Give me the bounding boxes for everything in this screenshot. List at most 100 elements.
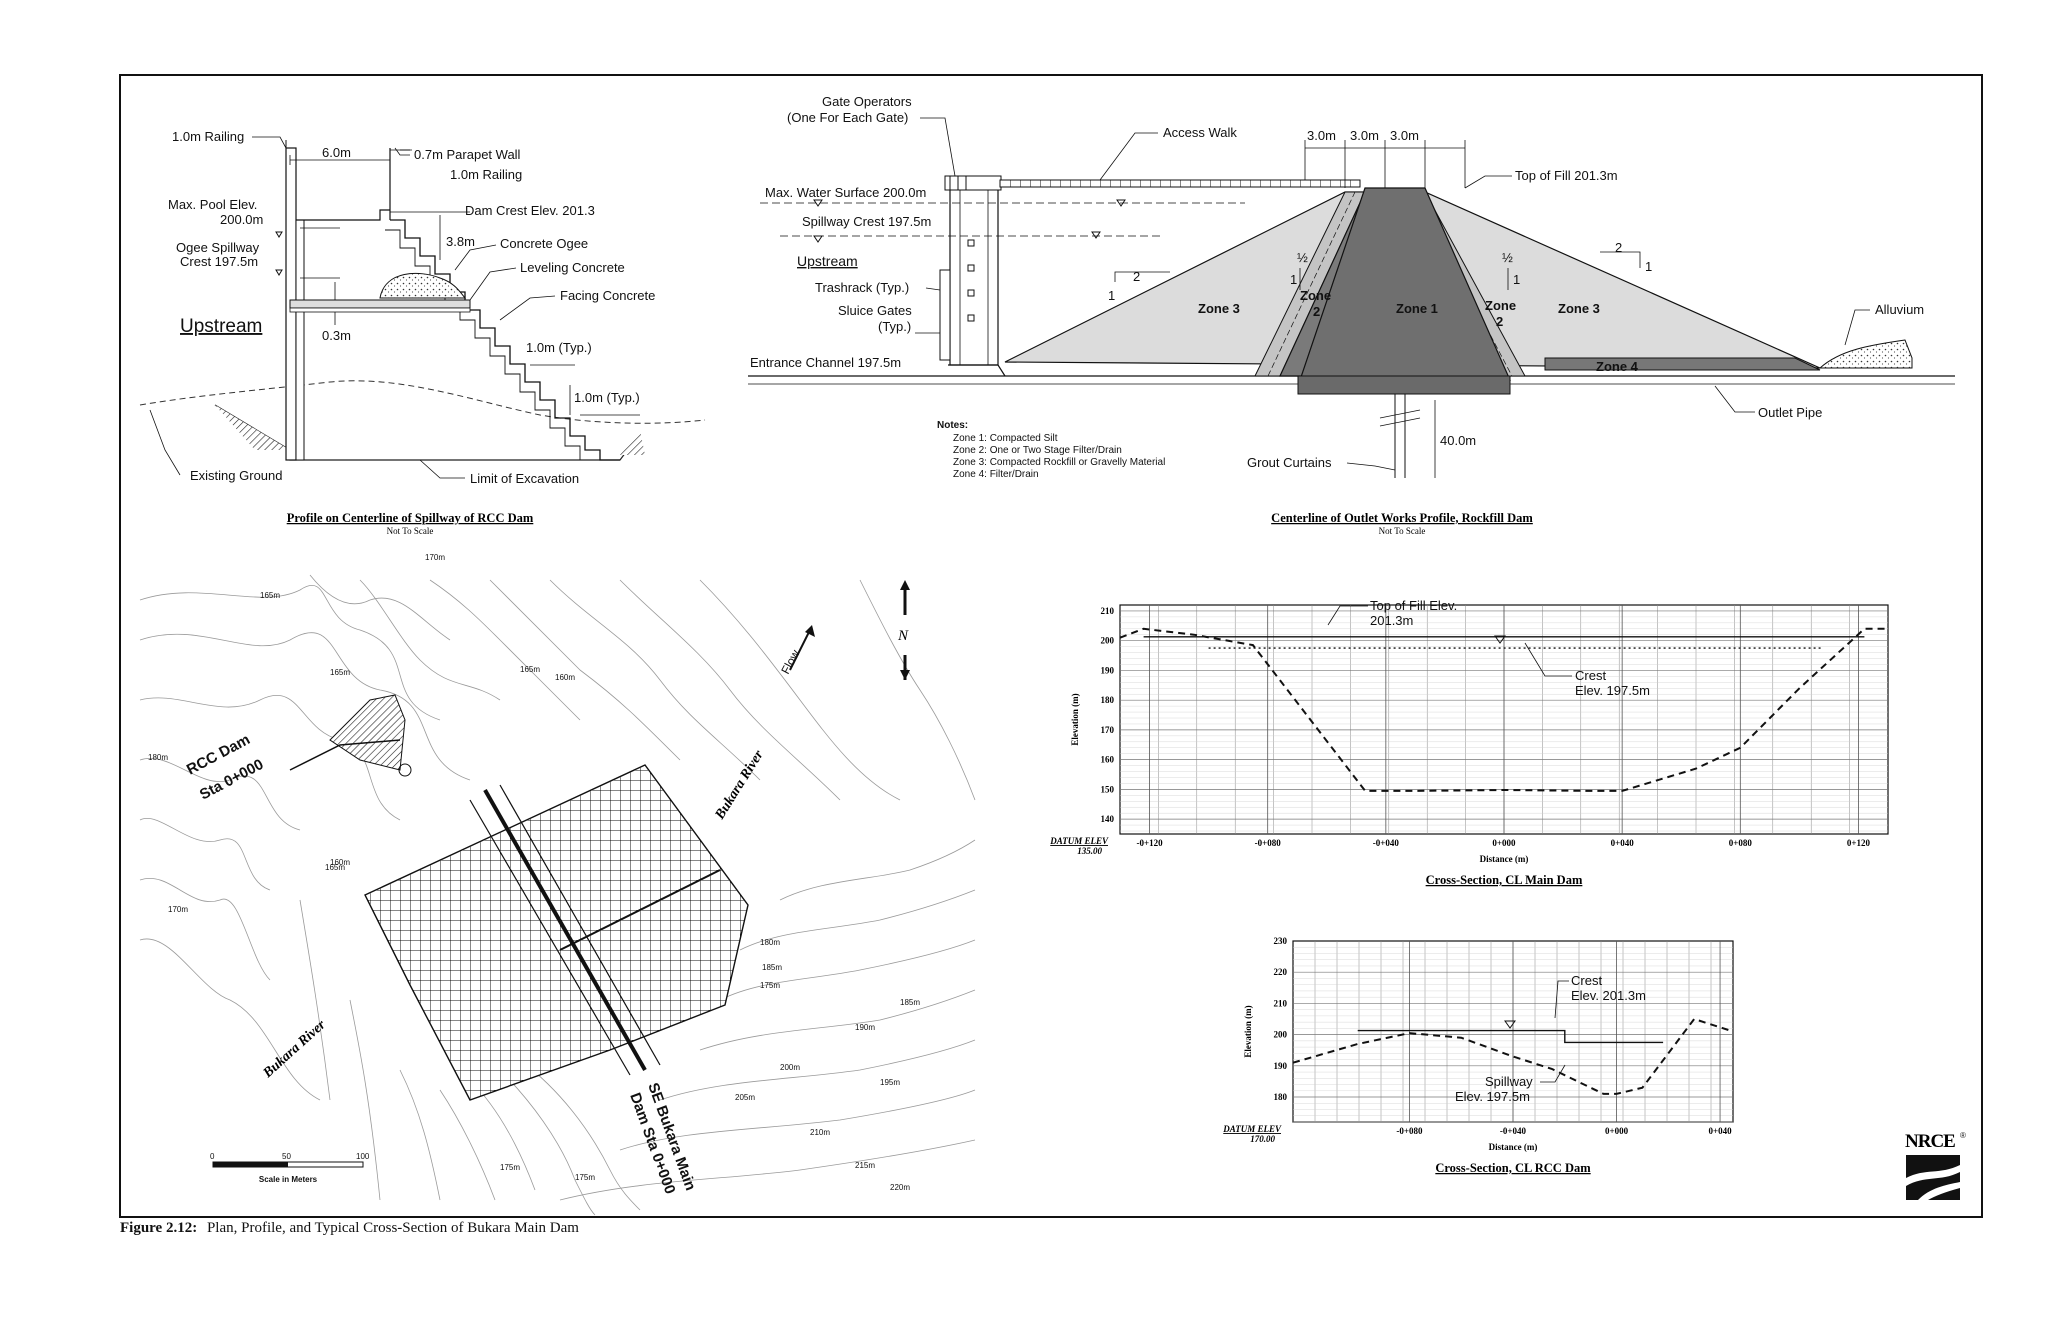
contour-label: 190m [855,1023,875,1032]
label-depth: 40.0m [1440,433,1476,448]
label-trashrack: Trashrack (Typ.) [815,280,909,295]
annotation-text: Spillway [1485,1074,1533,1089]
label-grout: Grout Curtains [1247,455,1332,470]
scale-label: Scale in Meters [259,1175,318,1184]
y-axis-label: Elevation (m) [1070,693,1080,745]
note-2: Zone 2: One or Two Stage Filter/Drain [953,445,1122,456]
x-tick-label: 0+000 [1492,838,1516,848]
label-alluvium: Alluvium [1875,302,1924,317]
x-tick-label: 0+080 [1729,838,1753,848]
label-ogee-1: Ogee Spillway [176,240,260,255]
label-zone4: Zone 4 [1596,359,1639,374]
figure-text: Plan, Profile, and Typical Cross-Section… [206,1220,579,1236]
scale-tick: 0 [210,1152,215,1161]
series-line [1357,1029,1664,1044]
annotation-text: 201.3m [1370,613,1413,628]
contour-label: 165m [325,863,345,872]
outlet-profile-title: Centerline of Outlet Works Profile, Rock… [1271,511,1533,525]
contour-label: 185m [762,963,782,972]
annotation-text: Top of Fill Elev. [1370,598,1457,613]
label-zone2-right-a: Zone [1485,298,1516,313]
label-upstream-outlet: Upstream [797,253,858,269]
contour-label: 170m [425,553,445,562]
label-slope-filter2-v: 1 [1513,272,1520,287]
label-slope-dn-v: 1 [1645,259,1652,274]
figure-number: Figure 2.12: [120,1220,198,1236]
label-outlet-pipe: Outlet Pipe [1758,405,1822,420]
label-railing-right: 1.0m Railing [450,167,522,182]
x-tick-label: 0+040 [1611,838,1635,848]
label-concrete-ogee: Concrete Ogee [500,236,588,251]
y-tick-label: 220 [1274,967,1288,977]
x-tick-label: -0+080 [1396,1126,1423,1136]
x-tick-label: -0+040 [1500,1126,1527,1136]
label-slope-filter2-h: ½ [1502,250,1513,265]
label-zone2-left-b: 2 [1313,304,1320,319]
figure-caption: Figure 2.12: Plan, Profile, and Typical … [120,1220,579,1237]
y-tick-label: 150 [1101,784,1115,794]
contour-label: 175m [500,1163,520,1172]
contour-label: 165m [330,668,350,677]
contour-label: 185m [900,998,920,1007]
label-zone2-left-a: Zone [1300,288,1331,303]
annotation-text: Crest [1571,973,1602,988]
label-zone3-left: Zone 3 [1198,301,1240,316]
annotation-leader [1554,980,1569,1019]
y-tick-label: 190 [1274,1061,1288,1071]
label-step-h: 1.0m (Typ.) [526,340,592,355]
outlet-profile: Gate Operators (One For Each Gate) Acces… [748,94,1955,536]
label-max-pool-1: Max. Pool Elev. [168,197,257,212]
plan-map: RCC Dam Sta 0+000 SE Bukara Main Dam Sta… [139,553,976,1216]
x-tick-label: 0+120 [1847,838,1871,848]
nrce-logo: NRCE ® [1904,1128,1968,1204]
label-height: 3.8m [446,234,475,249]
x-tick-label: -0+040 [1373,838,1400,848]
note-4: Zone 4: Filter/Drain [953,469,1039,480]
y-tick-label: 140 [1101,814,1115,824]
datum-label: DATUM ELEV [1222,1124,1282,1134]
y-axis-label: Elevation (m) [1243,1005,1253,1057]
contour-label: 175m [760,981,780,990]
label-width: 6.0m [322,145,351,160]
notes-title: Notes: [937,420,968,431]
label-sluice-2: (Typ.) [878,319,911,334]
label-dim-2: 3.0m [1350,128,1379,143]
x-tick-label: 0+040 [1708,1126,1732,1136]
contour-label: 220m [890,1183,910,1192]
annotation-leader [1327,605,1368,626]
label-thickness: 0.3m [322,328,351,343]
label-slope-dn-h: 2 [1615,240,1622,255]
contour-label: 165m [260,591,280,600]
chart-title: Cross-Section, CL Main Dam [1426,873,1583,887]
label-access-walk: Access Walk [1163,125,1237,140]
annotation-text: Elev. 197.5m [1455,1089,1530,1104]
y-tick-label: 170 [1101,725,1115,735]
annotation-text: Elev. 197.5m [1575,683,1650,698]
north-arrow-icon: N [897,628,909,644]
label-leveling: Leveling Concrete [520,260,625,275]
label-slope-filter-h: ½ [1297,250,1308,265]
annotation-text: Elev. 201.3m [1571,988,1646,1003]
note-1: Zone 1: Compacted Silt [953,433,1058,444]
y-tick-label: 200 [1274,1030,1288,1040]
datum-value: 135.00 [1077,846,1102,856]
contour-label: 210m [810,1128,830,1137]
label-entrance: Entrance Channel 197.5m [750,355,901,370]
chart-main-dam: 140150160170180190200210-0+120-0+080-0+0… [1049,598,1889,887]
annotation-leader [1540,1064,1566,1083]
x-axis-label: Distance (m) [1480,854,1529,864]
label-gate-ops-1: Gate Operators [822,94,912,109]
contour-label: 200m [780,1063,800,1072]
label-zone2-right-b: 2 [1496,314,1503,329]
label-slope-up-v: 1 [1108,288,1115,303]
label-slope-filter-v: 1 [1290,272,1297,287]
note-3: Zone 3: Compacted Rockfill or Gravelly M… [953,457,1165,468]
datum-value: 170.00 [1250,1134,1275,1144]
label-slope-up-h: 2 [1133,269,1140,284]
label-river-1: Bukara River [712,747,767,823]
y-tick-label: 190 [1101,665,1115,675]
label-max-ws: Max. Water Surface 200.0m [765,185,926,200]
sheet-border [119,74,1983,1218]
y-tick-label: 230 [1274,936,1288,946]
